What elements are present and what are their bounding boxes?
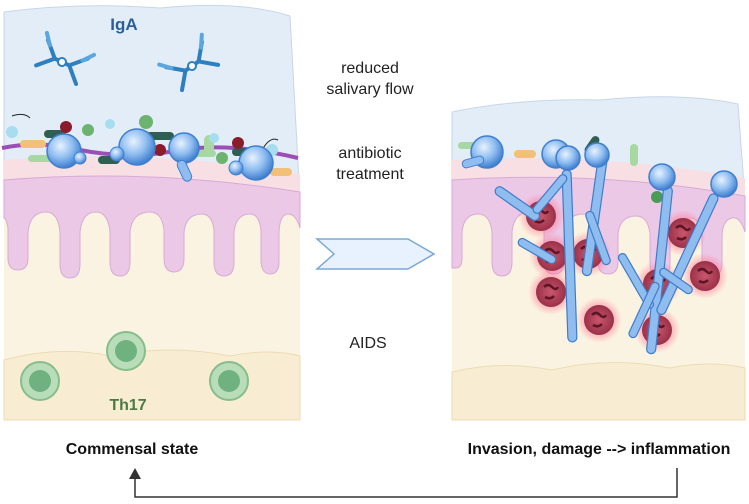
- right-submucosa: [451, 361, 746, 421]
- neutrophil-cell: [576, 297, 622, 343]
- candida-yeast-cell: [461, 135, 504, 169]
- invasion-caption: Invasion, damage --> inflammation: [468, 441, 731, 458]
- right-tissue-panel: [451, 96, 746, 421]
- candida-yeast-cell: [584, 142, 610, 168]
- candida-yeast-cell: [555, 145, 581, 171]
- iga-antibody-icon: [34, 30, 97, 86]
- factor-antibiotic-treatment-line1: antibiotic: [338, 145, 401, 162]
- th17-cell: [20, 361, 60, 401]
- iga-label: IgA: [110, 15, 137, 34]
- factor-aids: AIDS: [349, 335, 386, 352]
- left-tissue-panel: [1, 4, 301, 421]
- risk-factors: reduced salivary flow antibiotic treatme…: [326, 60, 414, 352]
- candida-hyphae: [494, 157, 719, 355]
- th17-cell: [106, 331, 146, 371]
- th17-cell: [209, 361, 249, 401]
- commensal-state-caption: Commensal state: [66, 441, 199, 458]
- transition-chevron-arrow: [315, 238, 436, 270]
- candida-yeast-cell: [168, 132, 200, 182]
- factor-reduced-salivary-flow-line2: salivary flow: [326, 81, 414, 98]
- factor-reduced-salivary-flow-line1: reduced: [341, 60, 399, 77]
- return-feedback-arrow: [129, 468, 678, 498]
- candida-yeast-cell: [46, 133, 87, 169]
- th17-label: Th17: [109, 397, 146, 414]
- neutrophil-cell: [528, 269, 574, 315]
- candida-yeast-cell: [710, 170, 738, 198]
- factor-antibiotic-treatment-line2: treatment: [336, 166, 404, 183]
- candida-yeast-cell: [228, 145, 274, 181]
- iga-antibody-icon: [157, 32, 221, 93]
- neutrophil-cell: [682, 253, 728, 299]
- left-epithelium: [3, 175, 301, 279]
- candida-yeast-cell: [109, 128, 156, 166]
- candida-yeast-cell: [648, 163, 676, 191]
